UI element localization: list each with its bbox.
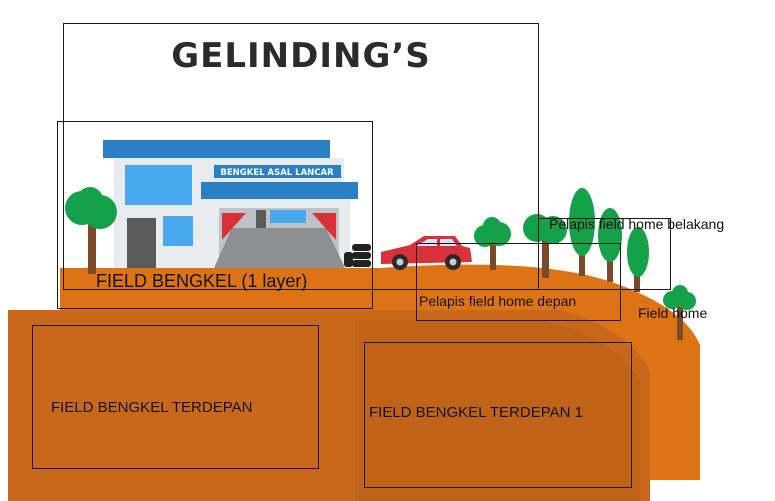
front-ground-shade [355, 320, 640, 501]
pelapis-depan-label: Pelapis field home depan [419, 293, 577, 309]
title-frame [63, 23, 539, 290]
tree-left [65, 187, 117, 274]
pelapis-belakang-box[interactable] [538, 218, 671, 290]
workshop-building [103, 140, 358, 268]
building-sign: BENGKEL ASAL LANCAR [220, 168, 334, 178]
field-home-label: Field home [638, 305, 708, 321]
tree-1 [474, 217, 511, 270]
field-bengkel-box[interactable] [57, 121, 373, 309]
field-terdepan-1-label: FIELD BENGKEL TERDEPAN 1 [369, 404, 583, 421]
pelapis-belakang-label: Pelapis field home belakang [549, 216, 725, 232]
pelapis-depan-box[interactable] [416, 243, 621, 321]
game-title: GELINDING’S [171, 36, 431, 76]
tree-3 [569, 188, 595, 276]
tree-2 [523, 214, 567, 278]
field-bengkel-label: FIELD BENGKEL (1 layer) [96, 271, 308, 291]
tree-5 [627, 227, 649, 292]
tree-6 [663, 285, 696, 340]
field-terdepan-label: FIELD BENGKEL TERDEPAN [51, 399, 253, 416]
tire-stack [344, 244, 371, 267]
field-terdepan-box[interactable] [32, 325, 319, 469]
tree-4 [598, 208, 622, 282]
field-terdepan-1-box[interactable] [364, 342, 632, 488]
